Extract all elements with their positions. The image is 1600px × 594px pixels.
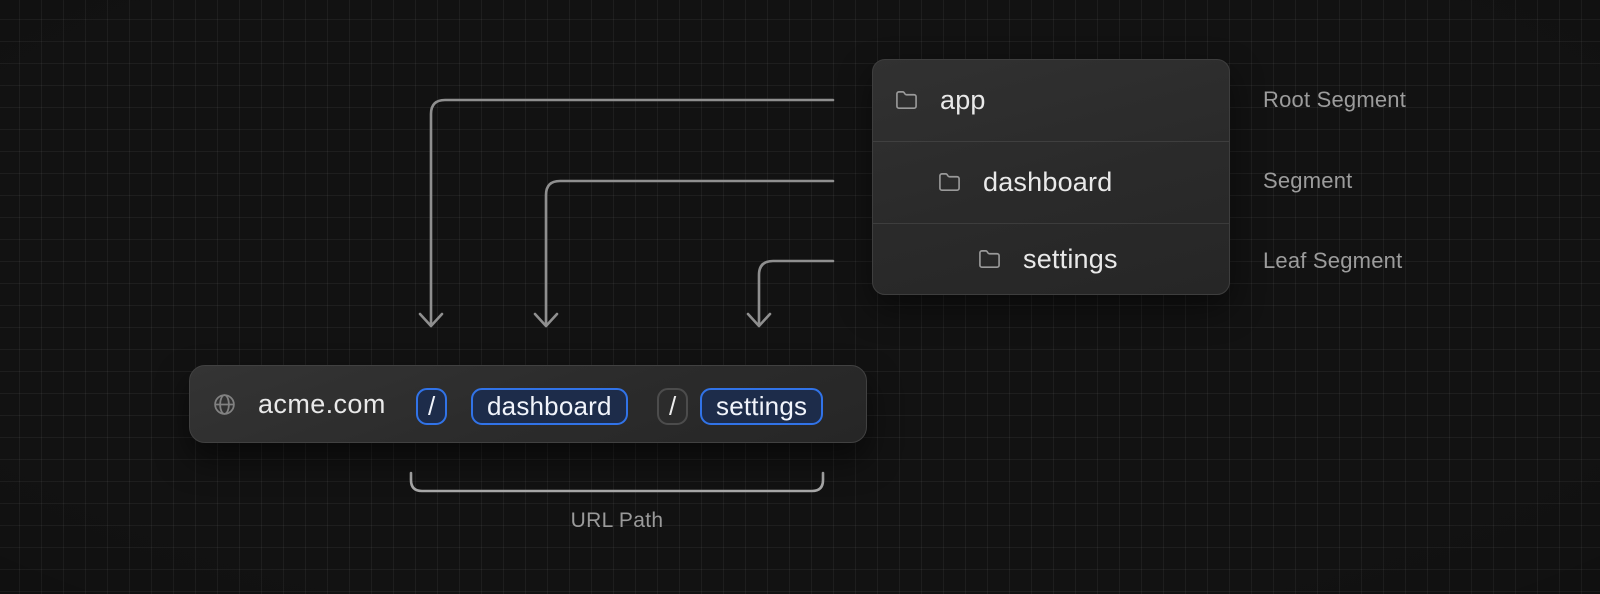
annotation-root-segment: Root Segment [1263,87,1407,112]
folder-name-settings: settings [1023,243,1118,274]
folder-name-app: app [940,85,986,115]
arrow-settings-arrowhead-icon [746,312,772,328]
tree-row-settings: settings [873,223,1229,294]
url-path-label: URL Path [570,509,664,532]
arrow-dashboard-arrowhead-icon [533,312,559,328]
url-domain: acme.com [258,389,386,419]
file-tree-panel: app dashboard settings [872,59,1230,295]
arrow-settings-to-url [757,259,835,326]
globe-icon [212,392,237,417]
annotation-leaf-segment: Leaf Segment [1263,248,1403,273]
arrow-app-to-url [429,98,835,326]
folder-name-dashboard: dashboard [983,167,1113,197]
tree-row-app: app [873,60,1229,141]
url-segment-settings: settings [700,388,824,425]
folder-icon [938,171,961,194]
folder-icon [895,89,918,112]
url-segment-slash-2: / [657,388,689,425]
arrow-app-arrowhead-icon [418,312,444,328]
url-bar: acme.com / dashboard / settings [189,365,867,443]
folder-icon [978,248,1001,271]
tree-row-dashboard: dashboard [873,141,1229,223]
arrow-dashboard-to-url [544,179,835,326]
annotation-segment: Segment [1263,168,1353,193]
url-segment-slash-1: / [416,388,448,425]
url-segment-dashboard: dashboard [471,388,628,425]
url-path-bracket [409,471,825,493]
